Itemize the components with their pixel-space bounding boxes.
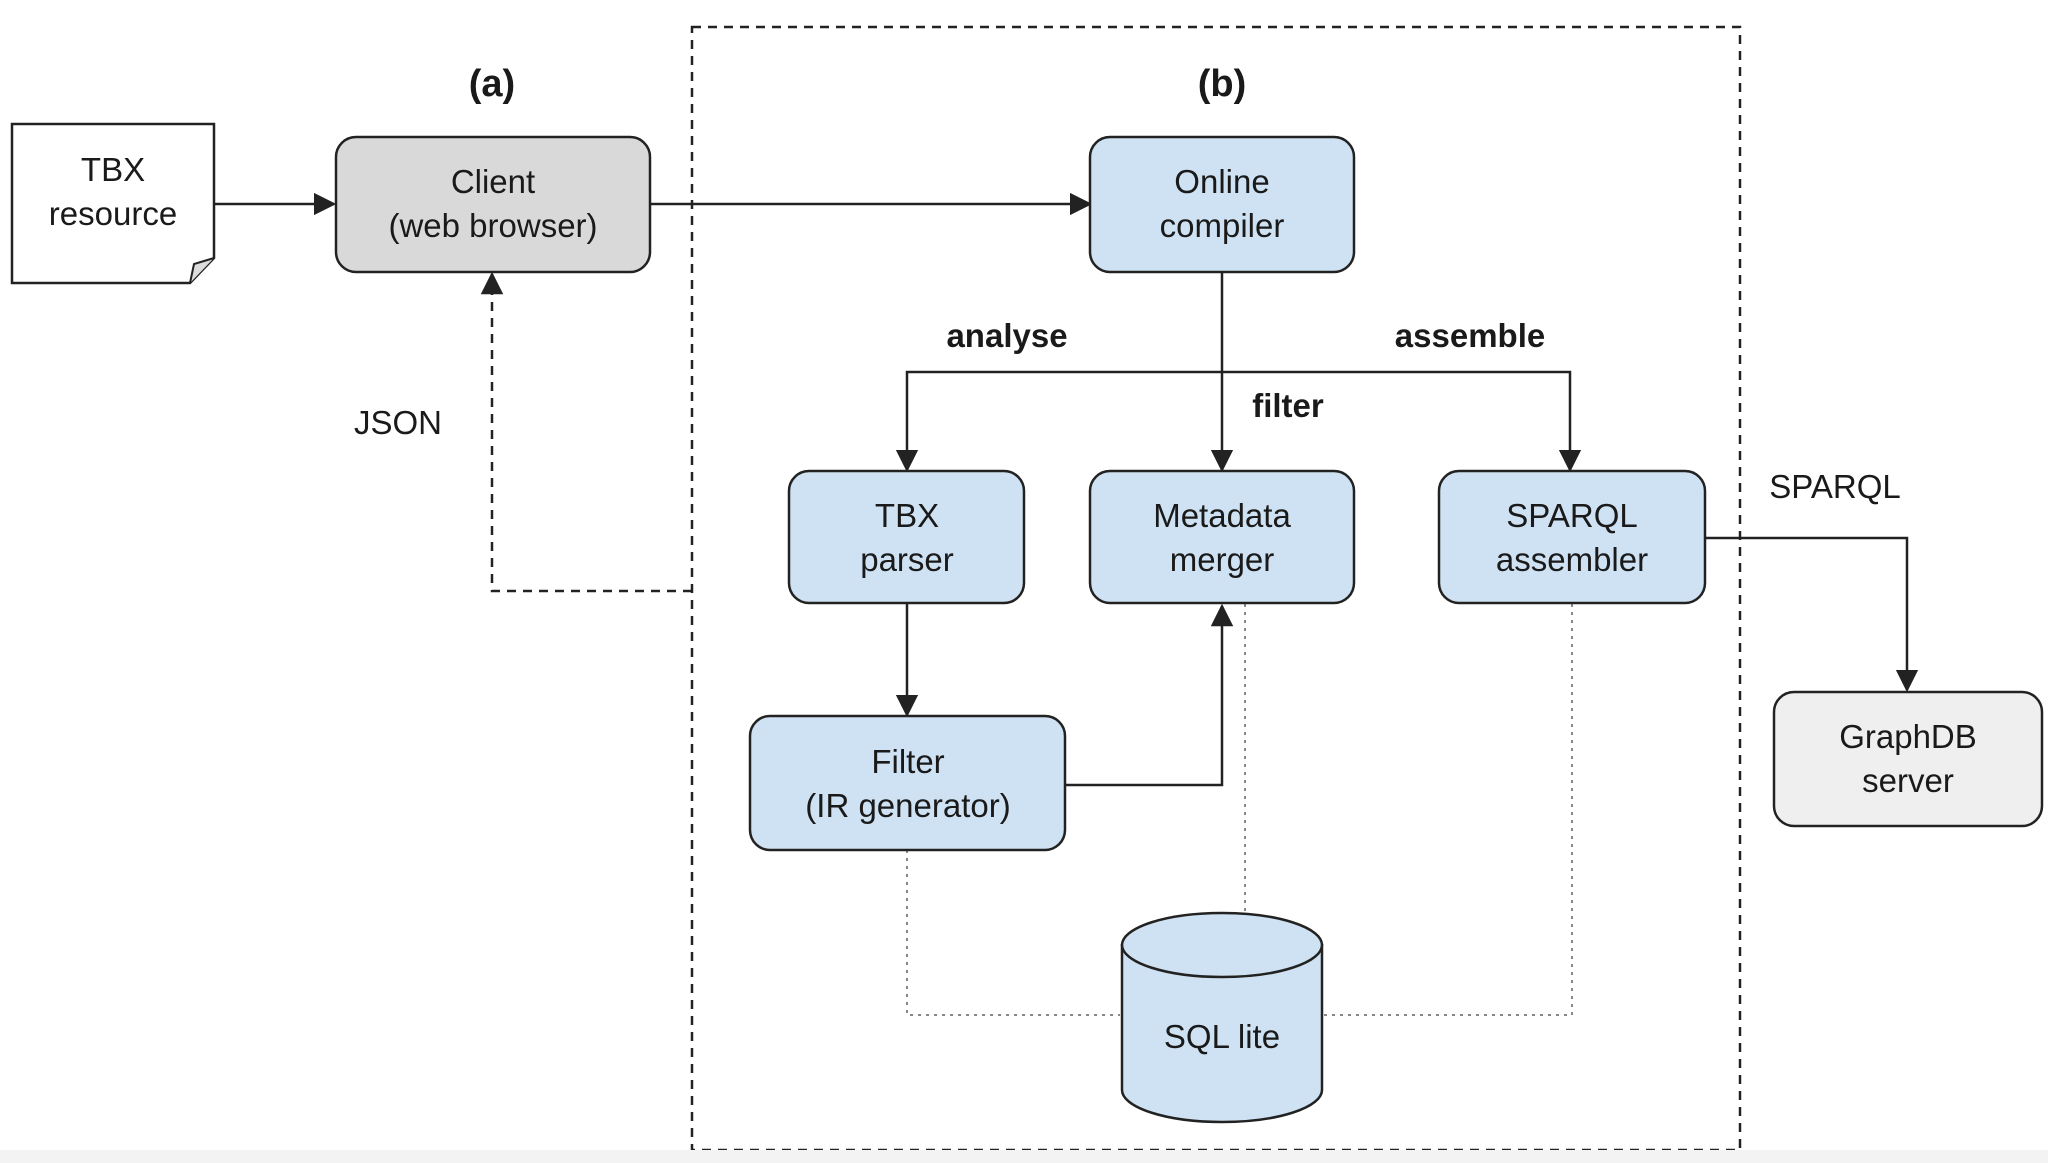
edge-assembler-to-graphdb xyxy=(1706,536,1919,693)
sparql-label: SPARQL xyxy=(1769,468,1900,505)
svg-text:assembler: assembler xyxy=(1496,541,1648,578)
database-connectors xyxy=(906,604,1573,1016)
svg-text:SQL lite: SQL lite xyxy=(1164,1018,1280,1055)
svg-text:resource: resource xyxy=(49,195,177,232)
json-return-edge xyxy=(480,271,692,593)
svg-text:compiler: compiler xyxy=(1160,207,1285,244)
section-b-boundary xyxy=(690,25,1742,1150)
online-compiler-node: Online compiler xyxy=(1088,135,1356,274)
filter-label: filter xyxy=(1252,387,1324,424)
assemble-label: assemble xyxy=(1395,317,1545,354)
svg-text:TBX: TBX xyxy=(875,497,939,534)
analyse-label: analyse xyxy=(946,317,1067,354)
svg-text:server: server xyxy=(1862,762,1954,799)
tbx-resource-node: TBX resource xyxy=(10,122,216,285)
svg-text:Metadata: Metadata xyxy=(1153,497,1291,534)
svg-text:Online: Online xyxy=(1174,163,1269,200)
client-node: Client (web browser) xyxy=(334,135,652,274)
svg-text:parser: parser xyxy=(860,541,954,578)
graphdb-server-node: GraphDB server xyxy=(1772,690,2044,828)
sql-lite-database: SQL lite xyxy=(1120,911,1324,1124)
edge-analyse xyxy=(895,370,1222,473)
solid-edges xyxy=(214,192,1919,787)
edge-filter-to-merger xyxy=(1066,603,1234,787)
svg-text:(web browser): (web browser) xyxy=(388,207,597,244)
sparql-assembler-node: SPARQL assembler xyxy=(1437,469,1707,605)
svg-text:GraphDB: GraphDB xyxy=(1839,718,1977,755)
tbx-parser-node: TBX parser xyxy=(787,469,1026,605)
section-b-label: (b) xyxy=(1198,63,1247,105)
svg-text:Client: Client xyxy=(451,163,535,200)
metadata-merger-node: Metadata merger xyxy=(1088,469,1356,605)
section-a-label: (a) xyxy=(469,63,515,105)
svg-text:SPARQL: SPARQL xyxy=(1506,497,1637,534)
bottom-strip xyxy=(0,1150,2048,1163)
svg-text:TBX: TBX xyxy=(81,151,145,188)
svg-text:(IR generator): (IR generator) xyxy=(805,787,1010,824)
edge-assemble xyxy=(1222,370,1582,473)
filter-node: Filter (IR generator) xyxy=(748,714,1067,852)
svg-text:merger: merger xyxy=(1170,541,1275,578)
json-label: JSON xyxy=(354,404,442,441)
svg-text:Filter: Filter xyxy=(871,743,944,780)
